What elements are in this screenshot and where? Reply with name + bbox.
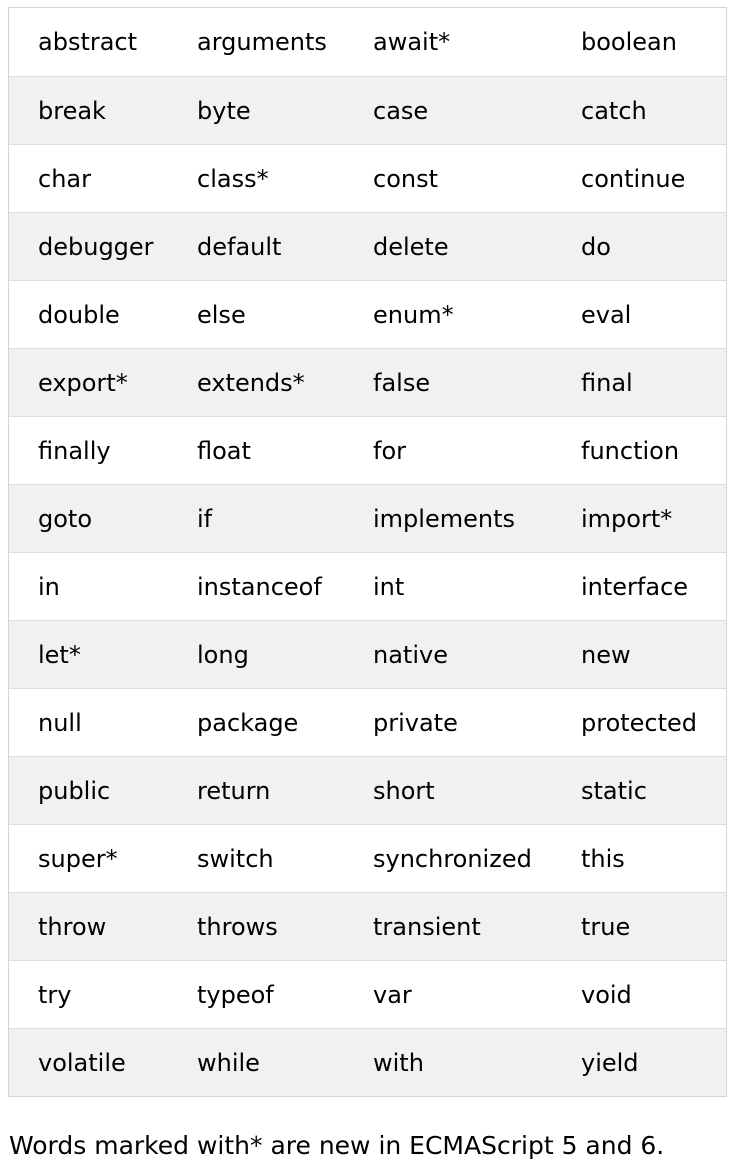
table-cell: volatile — [38, 1048, 126, 1077]
table-cell: final — [581, 368, 633, 397]
table-cell: eval — [581, 300, 632, 329]
table-cell: default — [197, 232, 282, 261]
table-cell: else — [197, 300, 246, 329]
table-row: double else enum* eval — [9, 280, 726, 348]
table-cell: throw — [38, 912, 107, 941]
table-cell: function — [581, 436, 680, 465]
table-row: try typeof var void — [9, 960, 726, 1028]
table-cell: this — [581, 844, 625, 873]
table-cell: package — [197, 708, 299, 737]
table-cell: char — [38, 164, 91, 193]
table-cell: debugger — [38, 232, 154, 261]
table-cell: int — [373, 572, 405, 601]
table-cell: while — [197, 1048, 260, 1077]
table-cell: export* — [38, 368, 128, 397]
table-cell: false — [373, 368, 431, 397]
table-cell: catch — [581, 96, 647, 125]
table-cell: switch — [197, 844, 274, 873]
table-row: break byte case catch — [9, 76, 726, 144]
table-cell: return — [197, 776, 271, 805]
table-cell: static — [581, 776, 647, 805]
table-cell: true — [581, 912, 631, 941]
table-cell: yield — [581, 1048, 639, 1077]
table-row: let* long native new — [9, 620, 726, 688]
table-cell: delete — [373, 232, 449, 261]
table-row: abstract arguments await* boolean — [9, 8, 726, 76]
table-cell: await* — [373, 28, 451, 56]
table-cell: instanceof — [197, 572, 322, 601]
table-cell: transient — [373, 912, 481, 941]
table-cell: with — [373, 1048, 424, 1077]
table-row: public return short static — [9, 756, 726, 824]
table-row: goto if implements import* — [9, 484, 726, 552]
reserved-words-table: abstract arguments await* boolean break byte c… — [8, 7, 727, 1097]
table-cell: for — [373, 436, 406, 465]
table-cell: typeof — [197, 980, 274, 1009]
table-cell: arguments — [197, 28, 327, 56]
table-cell: throws — [197, 912, 278, 941]
table-row: super* switch synchronized this — [9, 824, 726, 892]
table-cell: continue — [581, 164, 686, 193]
table-row: throw throws transient true — [9, 892, 726, 960]
table-row: debugger default delete do — [9, 212, 726, 280]
table-cell: byte — [197, 96, 251, 125]
table-cell: const — [373, 164, 439, 193]
table-cell: private — [373, 708, 458, 737]
table-cell: public — [38, 776, 111, 805]
table-cell: if — [197, 504, 213, 533]
table-cell: enum* — [373, 300, 454, 329]
table-cell: synchronized — [373, 844, 532, 873]
table-row: volatile while with yield — [9, 1028, 726, 1096]
table-cell: new — [581, 640, 631, 669]
table-cell: break — [38, 96, 106, 125]
table-row: finally float for function — [9, 416, 726, 484]
table-cell: interface — [581, 572, 689, 601]
table-cell: double — [38, 300, 120, 329]
footnote: Words marked with* are new in ECMAScript… — [9, 1131, 665, 1160]
table-row: export* extends* false final — [9, 348, 726, 416]
table-row: null package private protected — [9, 688, 726, 756]
table-cell: super* — [38, 844, 118, 873]
table-row: char class* const continue — [9, 144, 726, 212]
table-cell: boolean — [581, 28, 677, 56]
table-cell: long — [197, 640, 249, 669]
table-cell: class* — [197, 164, 269, 193]
table-cell: var — [373, 980, 412, 1009]
table-cell: case — [373, 96, 429, 125]
table-cell: null — [38, 708, 82, 737]
table-cell: float — [197, 436, 251, 465]
table-cell: abstract — [38, 28, 138, 56]
table-cell: goto — [38, 504, 93, 533]
table-cell: finally — [38, 436, 111, 465]
table-cell: in — [38, 572, 60, 601]
table-cell: let* — [38, 640, 81, 669]
table-cell: short — [373, 776, 435, 805]
table-cell: native — [373, 640, 448, 669]
table-row: in instanceof int interface — [9, 552, 726, 620]
table-cell: implements — [373, 504, 515, 533]
table-cell: void — [581, 980, 632, 1009]
table-cell: try — [38, 980, 72, 1009]
table-cell: protected — [581, 708, 698, 737]
table-cell: do — [581, 232, 611, 261]
table-cell: extends* — [197, 368, 305, 397]
table-cell: import* — [581, 504, 673, 533]
